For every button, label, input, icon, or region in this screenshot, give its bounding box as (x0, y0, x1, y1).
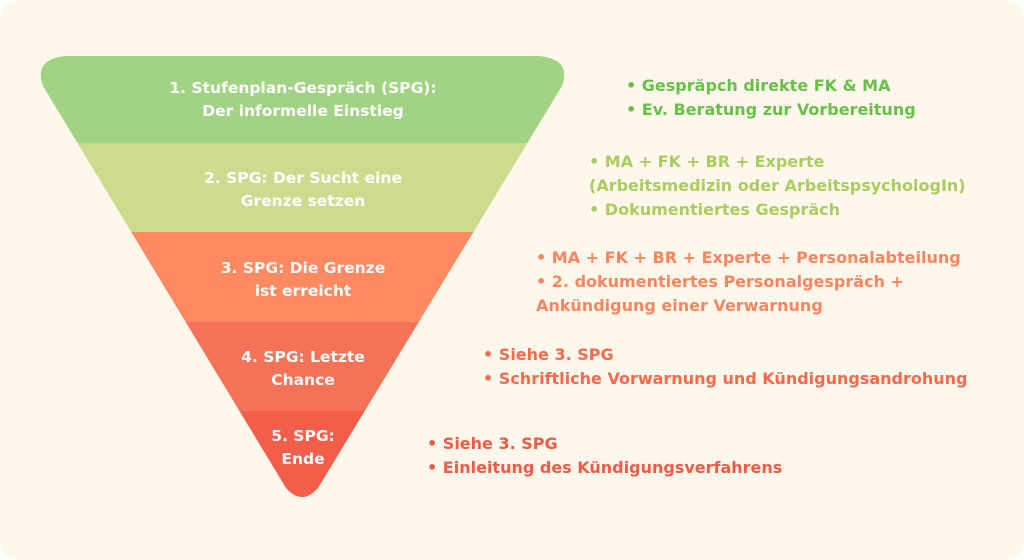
layer-2-notes: • MA + FK + BR + Experte (Arbeitsmedizin… (589, 150, 966, 222)
layer-1-label: 1. Stufenplan-Gespräch (SPG): Der inform… (169, 77, 436, 123)
layer-5-label: 5. SPG: Ende (271, 425, 335, 471)
layer-3-title: 3. SPG: Die Grenze (220, 259, 386, 277)
layer-5-title: 5. SPG: (271, 427, 335, 445)
funnel-layer-2 (40, 143, 565, 232)
layer-4-notes: • Siehe 3. SPG • Schriftliche Vorwarnung… (483, 343, 968, 391)
note-item: (Arbeitsmedizin oder ArbeitspsychologIn) (589, 176, 966, 195)
layer-2-label: 2. SPG: Der Sucht eine Grenze setzen (204, 167, 402, 213)
layer-1-subtitle: Der informelle Einstieg (202, 102, 404, 120)
layer-4-title: 4. SPG: Letzte (241, 348, 365, 366)
note-item: Ankündigung einer Verwarnung (536, 296, 823, 315)
layer-5-subtitle: Ende (281, 450, 325, 468)
layer-2-title: 2. SPG: Der Sucht eine (204, 169, 402, 187)
note-item: • 2. dokumentiertes Personalgespräch + (536, 272, 904, 291)
note-item: • MA + FK + BR + Experte + Personalabtei… (536, 248, 961, 267)
layer-1-title: 1. Stufenplan-Gespräch (SPG): (169, 79, 437, 97)
note-item: • Ev. Beratung zur Vorbereitung (626, 100, 916, 119)
note-item: • Einleitung des Kündigungsverfahrens (427, 458, 783, 477)
layer-2-subtitle: Grenze setzen (240, 192, 366, 210)
layer-3-label: 3. SPG: Die Grenze ist erreicht (221, 257, 385, 303)
note-item: • Gespräpch direkte FK & MA (626, 76, 891, 95)
note-item: • Siehe 3. SPG (427, 434, 558, 453)
note-item: • Dokumentiertes Gespräch (589, 200, 841, 219)
layer-4-label: 4. SPG: Letzte Chance (241, 346, 365, 392)
note-item: • Siehe 3. SPG (483, 345, 614, 364)
layer-3-notes: • MA + FK + BR + Experte + Personalabtei… (536, 246, 961, 318)
layer-1-notes: • Gespräpch direkte FK & MA • Ev. Beratu… (626, 74, 916, 122)
layer-4-subtitle: Chance (271, 371, 335, 389)
note-item: • Schriftliche Vorwarnung und Kündigungs… (483, 369, 968, 388)
layer-3-subtitle: ist erreicht (254, 282, 352, 300)
layer-5-notes: • Siehe 3. SPG • Einleitung des Kündigun… (427, 432, 782, 480)
note-item: • MA + FK + BR + Experte (589, 152, 825, 171)
funnel-layer-1 (40, 56, 565, 143)
